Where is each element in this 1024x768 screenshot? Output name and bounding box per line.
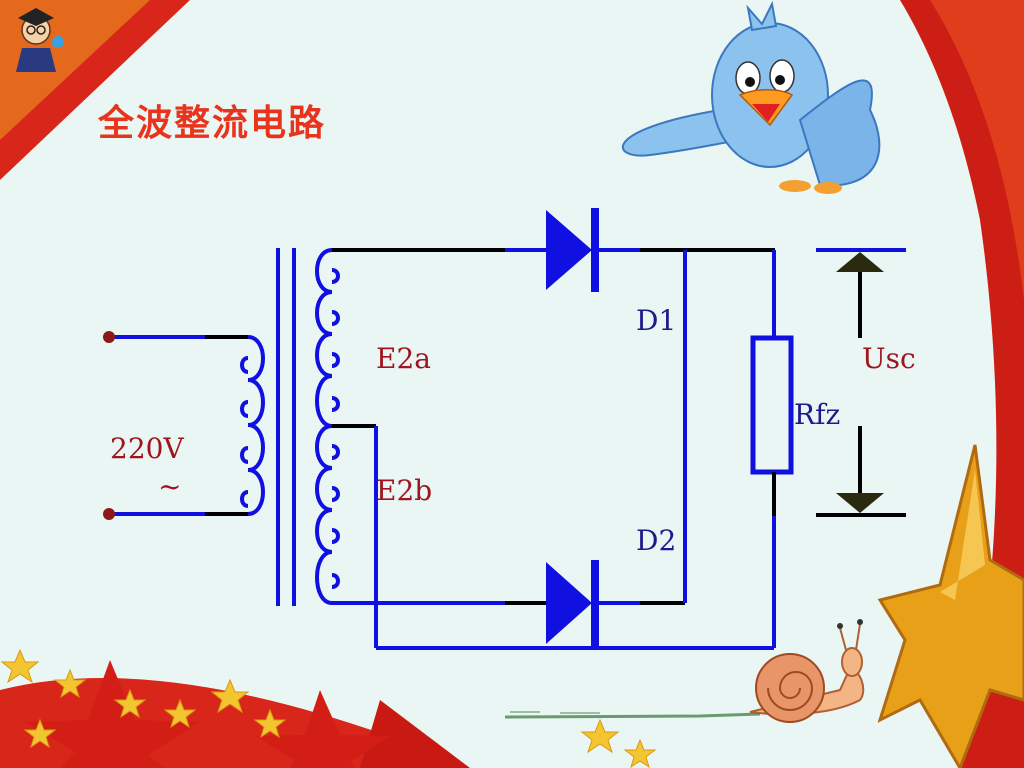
arrow-down-icon [836, 493, 884, 513]
label-diode-d2: D2 [636, 524, 676, 557]
snail-cartoon-decoration [749, 619, 865, 723]
label-winding-e2a: E2a [376, 342, 431, 375]
diode-d1 [546, 208, 599, 292]
slide-title: 全波整流电路 [98, 103, 327, 144]
gold-star-decoration [877, 444, 1024, 768]
label-input-voltage: 220V [110, 432, 184, 465]
arrow-up-icon [836, 252, 884, 272]
input-terminal-bottom [103, 508, 115, 520]
label-ac-symbol: ~ [158, 470, 181, 503]
diode-d2 [546, 560, 599, 646]
secondary-coil [315, 248, 333, 605]
teacher-icon [16, 8, 64, 72]
label-diode-d1: D1 [636, 304, 676, 337]
bird-cartoon-decoration [621, 0, 881, 194]
primary-coil [247, 335, 265, 516]
input-terminal-top [103, 331, 115, 343]
label-winding-e2b: E2b [376, 474, 432, 507]
small-stars-decoration [0, 648, 657, 768]
resistor-rfz [750, 335, 794, 475]
label-resistor-rfz: Rfz [794, 398, 840, 431]
label-output-voltage: Usc [862, 342, 916, 375]
